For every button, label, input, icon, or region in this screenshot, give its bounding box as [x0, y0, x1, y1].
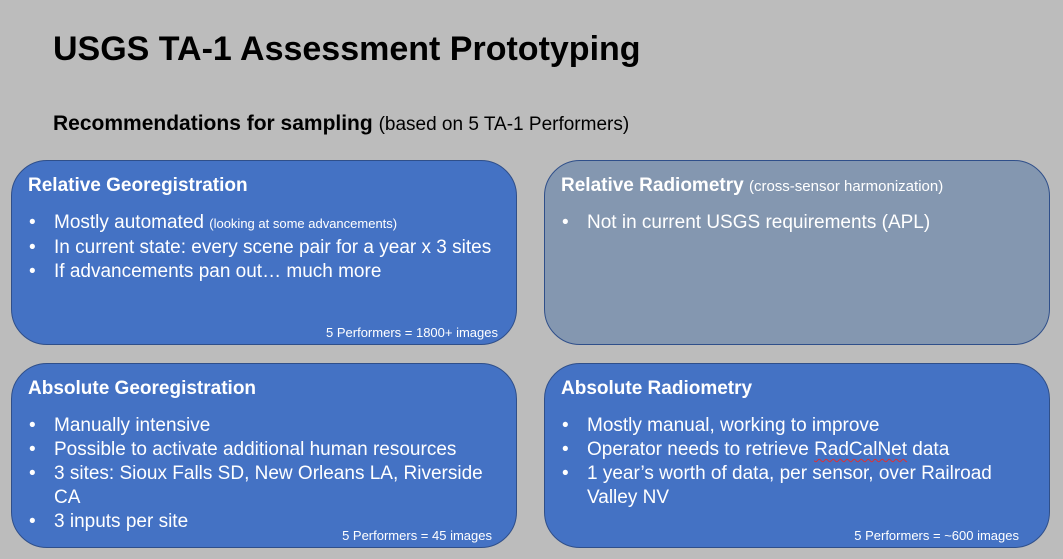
subtitle: Recommendations for sampling (based on 5… — [53, 112, 629, 136]
bullet-text: Mostly manual, working to improve — [587, 415, 880, 436]
bullet-item: 3 sites: Sioux Falls SD, New Orleans LA,… — [28, 462, 500, 510]
bullet-item: Possible to activate additional human re… — [28, 438, 500, 462]
bullet-list: Mostly automated (looking at some advanc… — [28, 211, 500, 284]
bullet-item: In current state: every scene pair for a… — [28, 236, 500, 260]
relative-georegistration-box: Relative Georegistration Mostly automate… — [11, 160, 517, 345]
bullet-text: Not in current USGS requirements (APL) — [587, 212, 931, 233]
box-title: Absolute Georegistration — [28, 378, 257, 399]
bullet-text: 3 inputs per site — [54, 511, 189, 532]
image-count-footnote: 5 Performers = 1800+ images — [326, 325, 498, 340]
box-title: Relative Radiometry (cross-sensor harmon… — [561, 175, 1033, 197]
slide-title: USGS TA-1 Assessment Prototyping — [53, 30, 641, 68]
box-title: Relative Georegistration — [28, 175, 248, 196]
bullet-item: Mostly automated (looking at some advanc… — [28, 211, 500, 236]
bullet-list: Mostly manual, working to improve Operat… — [561, 414, 1033, 510]
bullet-item: Mostly manual, working to improve — [561, 414, 1033, 438]
relative-radiometry-box: Relative Radiometry (cross-sensor harmon… — [544, 160, 1050, 345]
spellcheck-flagged-word: RadCalNet — [814, 439, 908, 460]
bullet-item: Operator needs to retrieve RadCalNet dat… — [561, 438, 1033, 462]
bullet-text: In current state: every scene pair for a… — [54, 237, 492, 258]
bullet-item: Manually intensive — [28, 414, 500, 438]
box-title-text: Relative Radiometry — [561, 175, 744, 196]
bullet-text: 3 sites: Sioux Falls SD, New Orleans LA,… — [54, 463, 483, 508]
bullet-note: (looking at some advancements) — [209, 216, 398, 231]
bullet-item: 1 year’s worth of data, per sensor, over… — [561, 462, 1033, 510]
bullet-text: If advancements pan out… much more — [54, 261, 382, 282]
subtitle-bold: Recommendations for sampling — [53, 112, 373, 135]
bullet-text-prefix: Operator needs to retrieve — [587, 439, 815, 460]
subtitle-note: (based on 5 TA-1 Performers) — [378, 114, 630, 135]
absolute-radiometry-box: Absolute Radiometry Mostly manual, worki… — [544, 363, 1050, 548]
bullet-item: 3 inputs per site — [28, 510, 500, 534]
image-count-footnote: 5 Performers = ~600 images — [854, 528, 1019, 543]
bullet-list: Manually intensive Possible to activate … — [28, 414, 500, 534]
image-count-footnote: 5 Performers = 45 images — [342, 528, 492, 543]
bullet-item: Not in current USGS requirements (APL) — [561, 211, 1033, 235]
box-title-note: (cross-sensor harmonization) — [748, 178, 944, 195]
bullet-text: Mostly automated — [54, 212, 204, 233]
bullet-text: 1 year’s worth of data, per sensor, over… — [587, 463, 992, 508]
box-title: Absolute Radiometry — [561, 378, 753, 399]
bullet-text-suffix: data — [907, 439, 950, 460]
bullet-text: Manually intensive — [54, 415, 211, 436]
bullet-item: If advancements pan out… much more — [28, 260, 500, 284]
absolute-georegistration-box: Absolute Georegistration Manually intens… — [11, 363, 517, 548]
bullet-text: Possible to activate additional human re… — [54, 439, 457, 460]
bullet-list: Not in current USGS requirements (APL) — [561, 211, 1033, 235]
